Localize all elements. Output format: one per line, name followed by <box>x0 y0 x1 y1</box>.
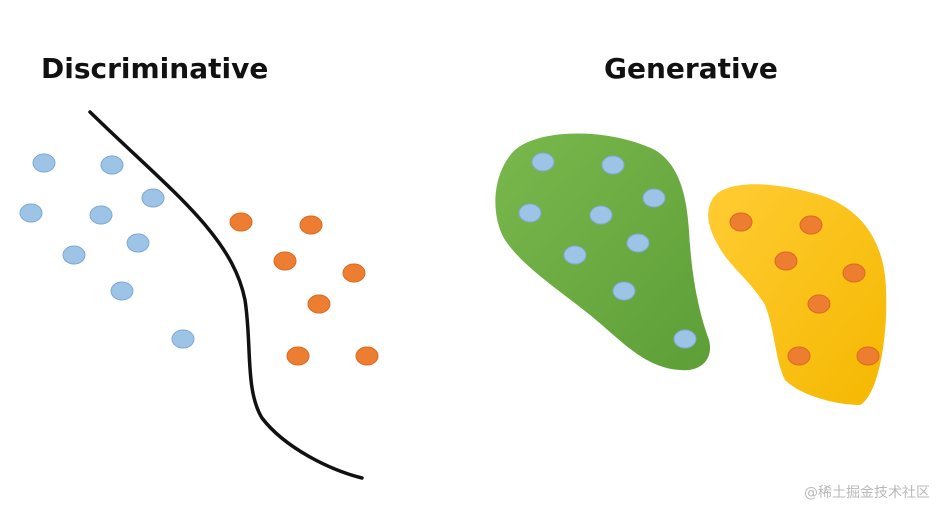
data-point <box>531 152 555 172</box>
discriminative-title: Discriminative <box>41 52 269 85</box>
data-point <box>612 281 636 301</box>
data-point <box>32 153 56 173</box>
data-point <box>89 205 113 225</box>
decision-boundary <box>88 110 364 480</box>
data-point <box>842 263 866 283</box>
data-point <box>100 155 124 175</box>
data-point <box>673 329 697 349</box>
data-point <box>589 205 613 225</box>
data-point <box>171 329 195 349</box>
discriminative-class-b-points <box>229 212 379 366</box>
data-point <box>787 346 811 366</box>
data-point <box>774 251 798 271</box>
data-point <box>807 294 831 314</box>
data-point <box>62 245 86 265</box>
generative-class-b-points <box>729 212 880 366</box>
data-point <box>307 294 331 314</box>
discriminative-class-a-points <box>19 153 195 349</box>
data-point <box>286 346 310 366</box>
data-point <box>19 203 43 223</box>
data-point <box>342 263 366 283</box>
generative-region-b <box>708 184 887 405</box>
data-point <box>110 281 134 301</box>
data-point <box>729 212 753 232</box>
watermark: @稀土掘金技术社区 <box>804 485 930 501</box>
data-point <box>856 346 880 366</box>
data-point <box>642 188 666 208</box>
data-point <box>126 233 150 253</box>
data-point <box>518 203 542 223</box>
data-point <box>141 188 165 208</box>
data-point <box>299 215 323 235</box>
data-point <box>563 245 587 265</box>
data-point <box>601 155 625 175</box>
data-point <box>626 233 650 253</box>
data-point <box>229 212 253 232</box>
generative-title: Generative <box>604 52 778 85</box>
data-point <box>355 346 379 366</box>
generative-class-a-points <box>518 152 697 349</box>
data-point <box>273 251 297 271</box>
data-point <box>799 215 823 235</box>
